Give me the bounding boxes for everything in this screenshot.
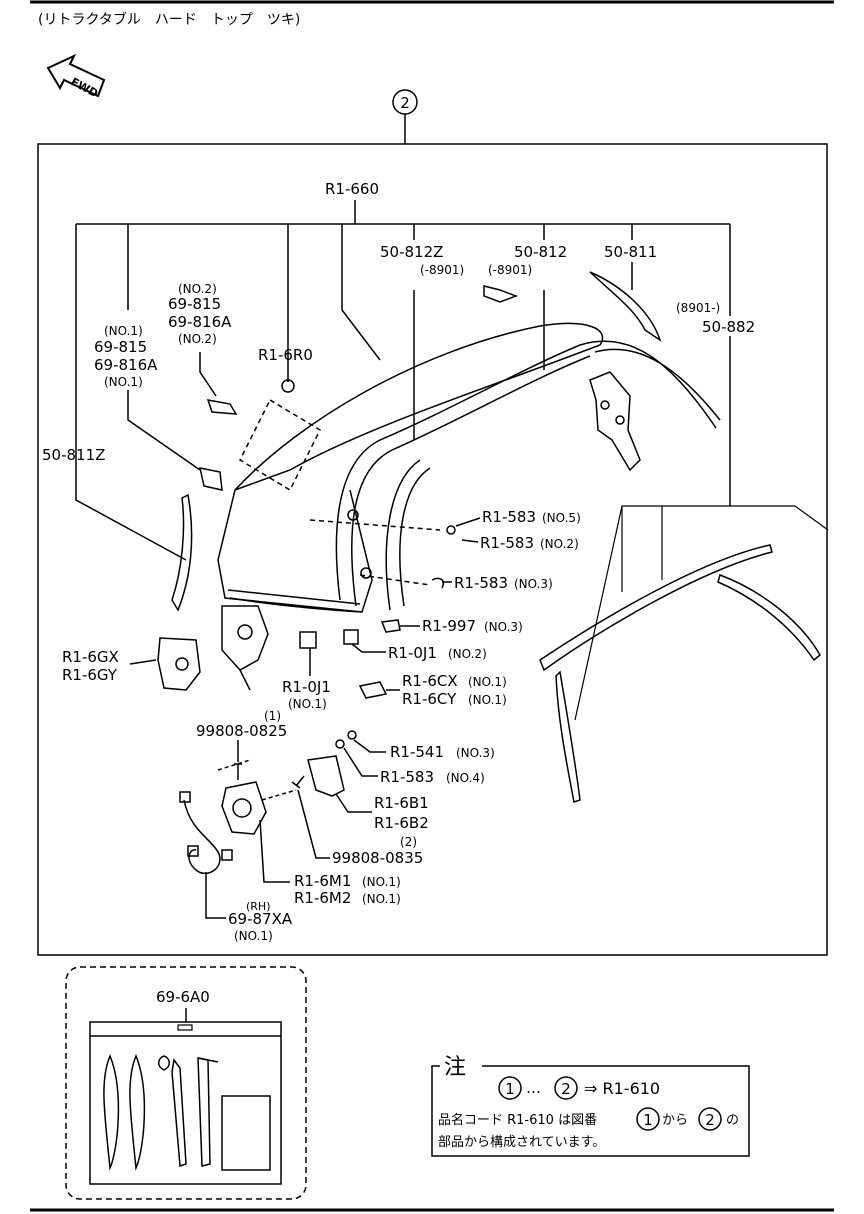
part-label-r1-997: R1-997	[422, 617, 476, 635]
part-note-r1-541: (NO.3)	[456, 746, 495, 760]
page-title: (リトラクタブル ハード トップ ツキ)	[38, 11, 300, 28]
part-note-50-812z: (-8901)	[420, 263, 464, 277]
part-label-r1-0j1-no2: R1-0J1	[388, 644, 437, 662]
note-title: 注	[444, 1055, 466, 1080]
part-note-bolt-1: (1)	[264, 709, 281, 723]
note-arrow-text: ⇒ R1-610	[584, 1079, 660, 1098]
part-note-69-816a-no1: (NO.1)	[104, 375, 143, 389]
svg-text:2: 2	[400, 94, 410, 112]
part-label-50-882: 50-882	[702, 318, 755, 336]
part-note-r1-583-no5: (NO.5)	[542, 511, 581, 525]
note-ellipsis: …	[526, 1079, 541, 1097]
part-label-r1-583-no3: R1-583	[454, 574, 508, 592]
part-note-rh: (RH)	[246, 900, 271, 913]
part-note-bolt-2: (2)	[400, 835, 417, 849]
main-frame	[37, 143, 828, 956]
part-note-50-812: (-8901)	[488, 263, 532, 277]
part-label-50-811: 50-811	[604, 243, 657, 261]
inset-frame	[574, 505, 829, 721]
part-label-r1-660: R1-660	[325, 180, 379, 198]
part-note-69-815-no2: (NO.2)	[178, 282, 217, 296]
part-note-r1-583-no3: (NO.3)	[514, 577, 553, 591]
part-label-r1-6m2: R1-6M2	[294, 889, 351, 907]
tool-kit-part-label: 69-6A0	[156, 988, 210, 1006]
tool-kit-tools	[103, 1054, 271, 1171]
part-note-50-882: (8901-)	[676, 301, 720, 315]
note-line2-post: の	[726, 1113, 739, 1128]
part-note-r1-997: (NO.3)	[484, 620, 523, 634]
part-note-r1-6cy: (NO.1)	[468, 693, 507, 707]
hard-top-drawing	[171, 271, 821, 803]
tool-kit-case	[89, 1021, 282, 1185]
part-note-69-815-no1: (NO.1)	[104, 324, 143, 338]
part-note-69-87xa: (NO.1)	[234, 929, 273, 943]
part-label-69-815-no1: 69-815	[94, 338, 147, 356]
note-line3: 部品から構成されています。	[438, 1135, 605, 1150]
fwd-arrow-icon: FWD	[46, 53, 106, 100]
note-line2-circle-a: 1	[643, 1111, 653, 1129]
part-label-r1-6b2: R1-6B2	[374, 814, 429, 832]
note-circle-b: 2	[561, 1080, 571, 1098]
note-circle-a: 1	[505, 1080, 515, 1098]
part-note-69-816a-no2: (NO.2)	[178, 332, 217, 346]
note-box: 注 1 … 2 ⇒ R1-610 品名コード R1-610 は図番 1 から 2…	[431, 1050, 750, 1157]
part-label-r1-541: R1-541	[390, 743, 444, 761]
part-note-r1-0j1-no2: (NO.2)	[448, 647, 487, 661]
part-label-69-815-no2: 69-815	[168, 295, 221, 313]
part-note-r1-6m1: (NO.1)	[362, 875, 401, 889]
part-label-r1-6cy: R1-6CY	[402, 690, 457, 708]
part-label-99808-0835: 99808-0835	[332, 849, 423, 867]
part-note-r1-583-no4: (NO.4)	[446, 771, 485, 785]
lower-parts-drawing	[157, 509, 456, 875]
part-note-r1-0j1-no1: (NO.1)	[288, 697, 327, 711]
part-label-r1-0j1-no1: R1-0J1	[282, 678, 331, 696]
part-label-50-811z: 50-811Z	[42, 446, 105, 464]
part-note-r1-6m2: (NO.1)	[362, 892, 401, 906]
leader-lines	[75, 200, 731, 919]
group-number-circle: 2	[392, 89, 418, 115]
part-label-69-87xa: 69-87XA	[228, 910, 293, 928]
part-label-r1-583-no2: R1-583	[480, 534, 534, 552]
note-line2-pre: 品名コード R1-610 は図番	[438, 1112, 597, 1128]
tool-kit-frame	[65, 966, 307, 1200]
part-label-r1-583-no4: R1-583	[380, 768, 434, 786]
part-label-r1-6b1: R1-6B1	[374, 794, 429, 812]
part-label-r1-6gx: R1-6GX	[62, 648, 119, 666]
part-label-50-812: 50-812	[514, 243, 567, 261]
part-note-r1-583-no2: (NO.2)	[540, 537, 579, 551]
part-label-r1-6m1: R1-6M1	[294, 872, 351, 890]
part-label-99808-0825: 99808-0825	[196, 722, 287, 740]
part-note-r1-6cx: (NO.1)	[468, 675, 507, 689]
note-line2-mid: から	[662, 1113, 688, 1128]
part-label-69-816a-no1: 69-816A	[94, 356, 158, 374]
part-label-69-816a-no2: 69-816A	[168, 313, 232, 331]
part-label-r1-6gy: R1-6GY	[62, 666, 118, 684]
part-label-50-812z: 50-812Z	[380, 243, 443, 261]
part-label-r1-6r0: R1-6R0	[258, 346, 313, 364]
part-label-r1-6cx: R1-6CX	[402, 672, 458, 690]
part-label-r1-583-no5: R1-583	[482, 508, 536, 526]
note-line2-circle-b: 2	[705, 1111, 715, 1129]
